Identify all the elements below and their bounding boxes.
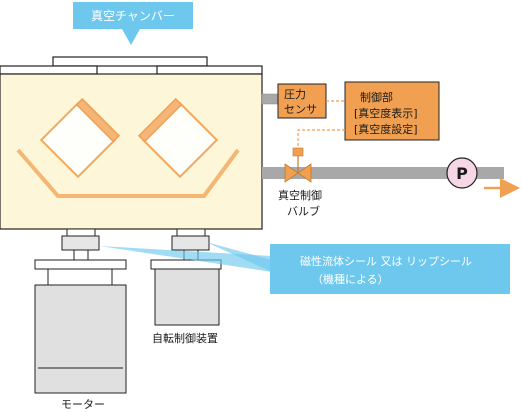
control-unit-setting: [真空度設定] <box>354 122 418 136</box>
chamber-lid <box>52 56 208 67</box>
rotation-device-label: 自転制御装置 <box>152 331 218 345</box>
rotation-control-device <box>154 268 220 326</box>
control-unit-display: [真空度表示] <box>354 106 418 120</box>
vacuum-chamber <box>0 73 263 230</box>
chamber-callout <box>73 2 193 29</box>
inner-tray-outline <box>16 148 240 198</box>
left-vessel <box>39 97 121 179</box>
vacuum-pump <box>446 157 478 189</box>
chamber-callout-label: 真空チャンバー <box>91 9 175 23</box>
control-unit <box>344 81 440 141</box>
sensor-pipe <box>261 93 279 105</box>
motor-flange <box>34 259 127 270</box>
left-seal-top <box>66 228 96 237</box>
valve-label-1: 真空制御 <box>278 188 322 202</box>
seal-callout-line1: 磁性流体シール 又は リップシール <box>300 254 472 268</box>
left-shaft <box>73 249 89 261</box>
pressure-sensor <box>277 83 327 119</box>
seal-callout-line2: （機種による） <box>312 272 389 286</box>
motor-label: モーター <box>61 398 105 411</box>
chamber-flange-right <box>156 65 263 75</box>
valve-signal-line <box>297 129 345 148</box>
motor-body <box>34 284 127 394</box>
chamber-flange-left <box>0 65 98 75</box>
left-seal <box>61 235 100 251</box>
pressure-sensor-label-2: センサ <box>284 103 317 116</box>
right-seal-top <box>176 228 206 237</box>
motor-neck <box>47 268 113 286</box>
seal-callout <box>270 244 510 294</box>
pump-label: P <box>456 164 468 183</box>
right-vessel <box>137 97 219 179</box>
vacuum-control-valve <box>284 147 312 183</box>
exhaust-pipe-out <box>476 167 504 179</box>
pressure-sensor-label-1: 圧力 <box>284 88 306 101</box>
valve-label-2: バルブ <box>287 204 320 218</box>
control-unit-title: 制御部 <box>360 90 393 104</box>
right-seal <box>171 235 210 251</box>
